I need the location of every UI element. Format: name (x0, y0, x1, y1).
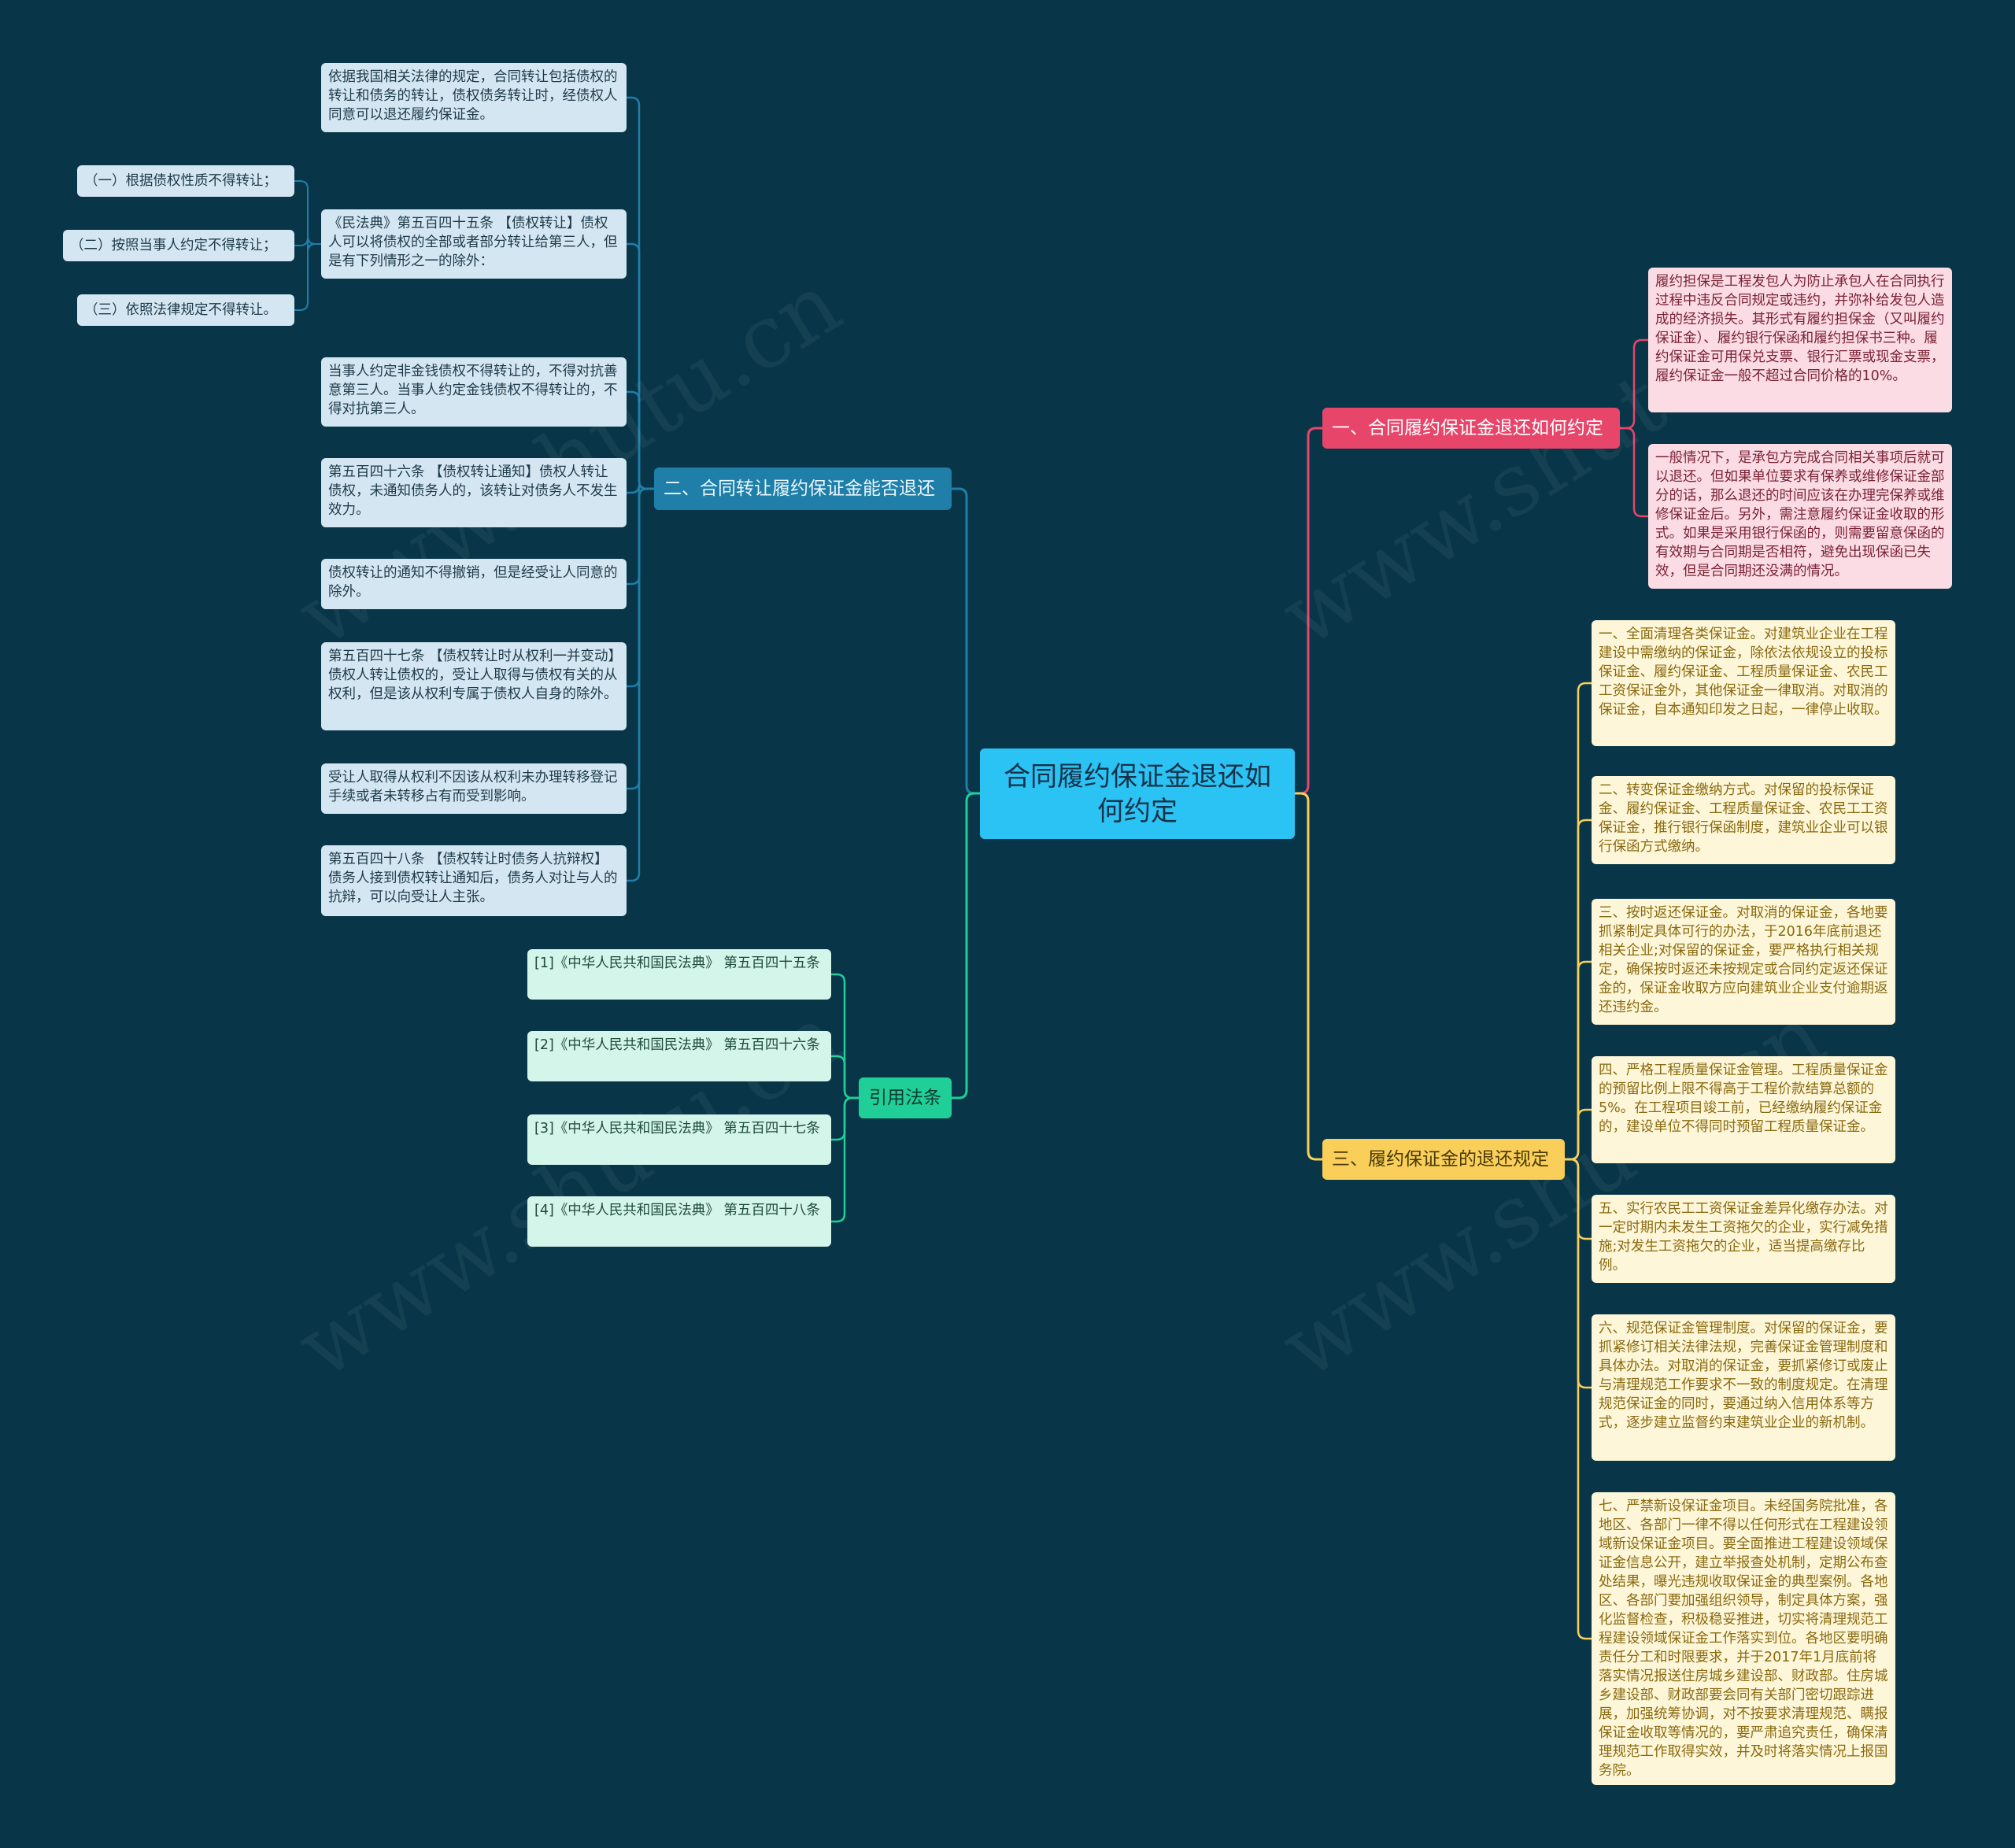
branch-1-item[interactable]: 一般情况下，是承包方完成合同相关事项后就可以退还。但如果单位要求有保养或维修保证… (1648, 444, 1952, 589)
branch-4-item[interactable]: [1]《中华人民共和国民法典》 第五百四十五条 (527, 949, 831, 1000)
branch-3-item[interactable]: 四、严格工程质量保证金管理。工程质量保证金的预留比例上限不得高于工程价款结算总额… (1592, 1056, 1895, 1163)
branch-4-leaf-connector (830, 1055, 860, 1100)
branch-3-item[interactable]: 三、按时返还保证金。对取消的保证金，各地要抓紧制定具体可行的办法，于2016年底… (1592, 899, 1895, 1025)
root-branch-2-connector (950, 487, 982, 795)
root-topic-text: 合同履约保证金退还如何约定 (1004, 760, 1271, 827)
branch-1-leaf-connector (1618, 338, 1650, 430)
branch-3-label: 三、履约保证金的退还规定 (1332, 1149, 1549, 1170)
branch-2-leaf-connector (625, 487, 656, 688)
branch-3-leaf-connector (1563, 1158, 1593, 1640)
branch-2-item[interactable]: 依据我国相关法律的规定，合同转让包括债权的转让和债务的转让，债权债务转让时，经债… (321, 63, 627, 132)
root-topic[interactable]: 合同履约保证金退还如何约定 (980, 748, 1295, 839)
branch-2-subitem[interactable]: （三）依照法律规定不得转让。 (77, 294, 294, 326)
branch-2-subitem-connector (294, 243, 322, 311)
branch-2-label: 二、合同转让履约保证金能否退还 (664, 479, 935, 499)
branch-4-leaf-connector (830, 1096, 860, 1223)
branch-1-label: 一、合同履约保证金退还如何约定 (1332, 418, 1603, 438)
branch-2-subitem-connector (294, 180, 322, 245)
branch-2-item[interactable]: 《民法典》第五百四十五条 【债权转让】债权人可以将债权的全部或者部分转让给第三人… (321, 209, 627, 279)
branch-4-item[interactable]: [4]《中华人民共和国民法典》 第五百四十八条 (527, 1196, 831, 1247)
branch-4-topic[interactable]: 引用法条 (859, 1077, 952, 1118)
branch-1-item[interactable]: 履约担保是工程发包人为防止承包人在合同执行过程中违反合同规定或违约，并弥补给发包… (1648, 268, 1952, 412)
branch-2-topic[interactable]: 二、合同转让履约保证金能否退还 (654, 468, 952, 510)
branch-3-item[interactable]: 一、全面清理各类保证金。对建筑业企业在工程建设中需缴纳的保证金，除依法依规设立的… (1592, 620, 1895, 746)
branch-3-item[interactable]: 二、转变保证金缴纳方式。对保留的投标保证金、履约保证金、工程质量保证金、农民工工… (1592, 776, 1895, 864)
branch-4-item[interactable]: [2]《中华人民共和国民法典》 第五百四十六条 (527, 1031, 831, 1081)
root-branch-3-connector (1293, 792, 1324, 1161)
branch-2-item[interactable]: 当事人约定非金钱债权不得转让的，不得对抗善意第三人。当事人约定金钱债权不得转让的… (321, 357, 627, 427)
branch-4-label: 引用法条 (869, 1088, 941, 1108)
branch-2-item[interactable]: 受让人取得从权利不因该从权利未办理转移登记手续或者未转移占有而受到影响。 (321, 763, 627, 814)
branch-2-subitem[interactable]: （一）根据债权性质不得转让； (77, 165, 294, 197)
branch-2-item[interactable]: 第五百四十六条 【债权转让通知】债权人转让债权，未通知债务人的，该转让对债务人不… (321, 458, 627, 527)
branch-4-item[interactable]: [3]《中华人民共和国民法典》 第五百四十七条 (527, 1114, 831, 1165)
branch-3-item[interactable]: 七、严禁新设保证金项目。未经国务院批准，各地区、各部门一律不得以任何形式在工程建… (1592, 1492, 1895, 1785)
branch-2-leaf-connector (625, 242, 656, 490)
branch-2-leaf-connector (625, 96, 656, 490)
branch-3-item[interactable]: 六、规范保证金管理制度。对保留的保证金，要抓紧修订相关法律法规，完善保证金管理制… (1592, 1314, 1895, 1461)
root-branch-1-connector (1293, 427, 1324, 795)
branch-1-topic[interactable]: 一、合同履约保证金退还如何约定 (1322, 408, 1620, 449)
branch-2-leaf-connector (625, 487, 656, 882)
root-branch-4-connector (950, 792, 982, 1100)
branch-3-item[interactable]: 五、实行农民工工资保证金差异化缴存办法。对一定时期内未发生工资拖欠的企业，实行减… (1592, 1195, 1895, 1283)
branch-2-leaf-connector (625, 487, 656, 790)
branch-3-leaf-connector (1563, 1108, 1593, 1161)
branch-1-leaf-connector (1618, 427, 1650, 518)
branch-2-item[interactable]: 第五百四十八条 【债权转让时债务人抗辩权】债务人接到债权转让通知后，债务人对让与… (321, 845, 627, 916)
branch-2-leaf-connector (625, 390, 656, 490)
branch-2-leaf-connector (625, 487, 656, 586)
branch-2-subitem[interactable]: （二）按照当事人约定不得转让； (63, 230, 294, 261)
branch-2-item[interactable]: 第五百四十七条 【债权转让时从权利一并变动】债权人转让债权的，受让人取得与债权有… (321, 642, 627, 730)
branch-3-topic[interactable]: 三、履约保证金的退还规定 (1322, 1139, 1565, 1180)
branch-2-item[interactable]: 债权转让的通知不得撤销，但是经受让人同意的除外。 (321, 559, 627, 609)
